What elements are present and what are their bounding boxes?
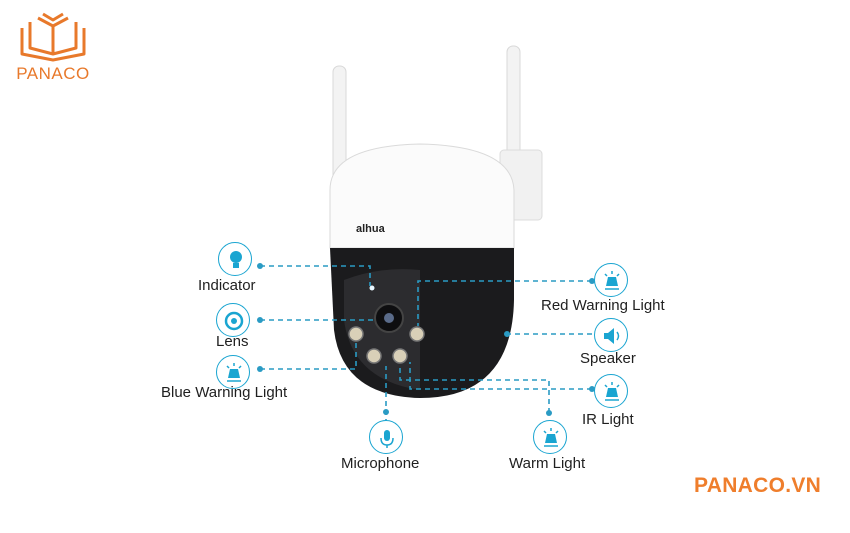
blue-warning-light-icon	[216, 355, 250, 389]
ir-light-label: IR Light	[582, 411, 634, 428]
red-warning-dot	[589, 278, 595, 284]
red-warning-light-label: Red Warning Light	[541, 297, 665, 314]
red-warning-led	[409, 326, 425, 342]
indicator-connector	[260, 265, 371, 286]
camera-brand-mark: alhua	[356, 223, 386, 235]
speaker-label: Speaker	[580, 350, 636, 367]
speaker-icon	[594, 318, 628, 352]
warm-light-connector	[399, 364, 550, 413]
indicator-bulb-icon	[218, 242, 252, 276]
lens-dot	[257, 317, 263, 323]
lens-glass	[384, 313, 394, 323]
indicator-label: Indicator	[198, 277, 256, 294]
speaker-dot	[504, 331, 510, 337]
microphone-dot	[383, 409, 389, 415]
warm-led	[366, 348, 382, 364]
red-warning-light-icon	[594, 263, 628, 297]
logo-text: PANACO	[16, 64, 90, 83]
book-logo-icon	[20, 12, 86, 62]
microphone-icon	[369, 420, 403, 454]
blue-warning-light-label: Blue Warning Light	[161, 384, 288, 401]
blue-warning-connector	[260, 342, 357, 370]
panaco-logo: PANACO	[10, 10, 96, 90]
lens-label: Lens	[216, 333, 249, 350]
ir-light-dot	[589, 386, 595, 392]
warm-light-dot	[546, 410, 552, 416]
microphone-label: Microphone	[341, 455, 420, 472]
blue-warning-led	[348, 326, 364, 342]
camera-upper-housing	[329, 143, 515, 249]
ir-led	[392, 348, 408, 364]
ir-light-icon	[594, 374, 628, 408]
warm-light-icon	[533, 420, 567, 454]
lens-aperture-icon	[216, 303, 250, 337]
indicator-led	[369, 285, 375, 291]
red-warning-connector	[417, 280, 592, 326]
ir-light-connector	[409, 362, 592, 390]
website-text: PANACO.VN	[694, 474, 822, 497]
blue-warning-dot	[257, 366, 263, 372]
warm-light-label: Warm Light	[509, 455, 586, 472]
indicator-dot	[257, 263, 263, 269]
